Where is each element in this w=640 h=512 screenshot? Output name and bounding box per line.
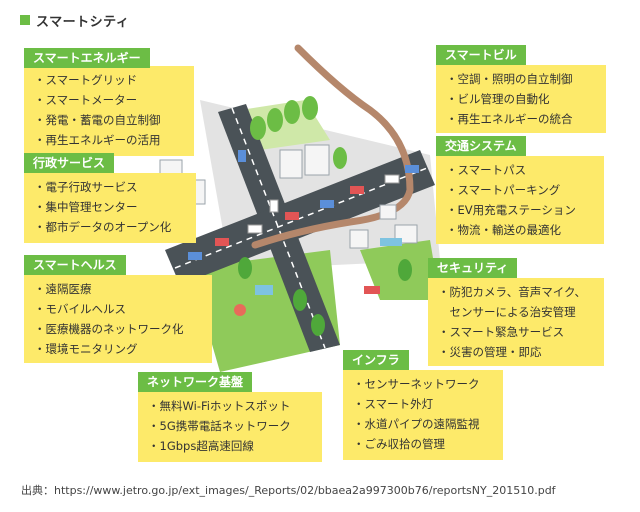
cars (188, 150, 419, 260)
card-body: スマートパス スマートパーキング EV用充電ステーション 物流・輸送の最適化 (436, 156, 604, 244)
card-body: 空調・照明の自立制御 ビル管理の自動化 再生エネルギーの統合 (436, 65, 606, 133)
card-item: 遠隔医療 (34, 279, 204, 299)
title-marker (20, 15, 30, 25)
card-title: インフラ (343, 350, 409, 370)
title-text: スマートシティ (36, 14, 130, 30)
card-item: 水道パイプの遠隔監視 (353, 414, 495, 434)
card-body: スマートグリッド スマートメーター 発電・蓄電の自立制御 再生エネルギーの活用 (24, 66, 194, 156)
card-item: 再生エネルギーの活用 (34, 130, 186, 150)
card-item: 電子行政サービス (34, 177, 188, 197)
card-item: 都市データのオープン化 (34, 217, 188, 237)
card-item: 物流・輸送の最適化 (446, 220, 596, 240)
card-title: ネットワーク基盤 (138, 372, 253, 392)
card-item: ごみ収拾の管理 (353, 434, 495, 454)
card-item: スマートメーター (34, 90, 186, 110)
card-title: セキュリティ (428, 258, 518, 278)
card-item: 防犯カメラ、音声マイク、 (438, 282, 596, 302)
card-body: 電子行政サービス 集中管理センター 都市データのオープン化 (24, 173, 196, 243)
card-item: EV用充電ステーション (446, 200, 596, 220)
card-item: 医療機器のネットワーク化 (34, 319, 204, 339)
road-horizontal (165, 150, 435, 285)
card-item: 再生エネルギーの統合 (446, 109, 598, 129)
card-title: 交通システム (436, 136, 526, 156)
card-item: 5G携帯電話ネットワーク (148, 416, 314, 436)
card-title: スマートエネルギー (24, 48, 150, 68)
card-body: 防犯カメラ、音声マイク、 センサーによる治安管理 スマート緊急サービス 災害の管… (428, 278, 604, 366)
card-item: 環境モニタリング (34, 339, 204, 359)
card-item: 1Gbps超高速回線 (148, 436, 314, 456)
card-item: 空調・照明の自立制御 (446, 69, 598, 89)
card-body: 無料Wi-Fiホットスポット 5G携帯電話ネットワーク 1Gbps超高速回線 (138, 392, 322, 462)
card-item: センサーによる治安管理 (449, 305, 576, 319)
card-item: 無料Wi-Fiホットスポット (148, 396, 314, 416)
brown-path (251, 44, 414, 249)
card-item: 災害の管理・即応 (438, 342, 596, 362)
trees (238, 96, 412, 336)
source-citation: 出典：https://www.jetro.go.jp/ext_images/_R… (21, 484, 556, 497)
card-item: スマートグリッド (34, 70, 186, 90)
card-body: 遠隔医療 モバイルヘルス 医療機器のネットワーク化 環境モニタリング (24, 275, 212, 363)
card-title: スマートヘルス (24, 255, 126, 275)
card-item: 集中管理センター (34, 197, 188, 217)
card-item: センサーネットワーク (353, 374, 495, 394)
card-item: ビル管理の自動化 (446, 89, 598, 109)
card-item: スマートパス (446, 160, 596, 180)
card-body: センサーネットワーク スマート外灯 水道パイプの遠隔監視 ごみ収拾の管理 (343, 370, 503, 460)
card-item: スマート緊急サービス (438, 322, 596, 342)
diagram-title: スマートシティ (20, 10, 129, 30)
card-item: 発電・蓄電の自立制御 (34, 110, 186, 130)
card-title: スマートビル (436, 45, 526, 65)
card-item: スマートパーキング (446, 180, 596, 200)
card-item: モバイルヘルス (34, 299, 204, 319)
card-item: スマート外灯 (353, 394, 495, 414)
card-title: 行政サービス (24, 153, 115, 173)
